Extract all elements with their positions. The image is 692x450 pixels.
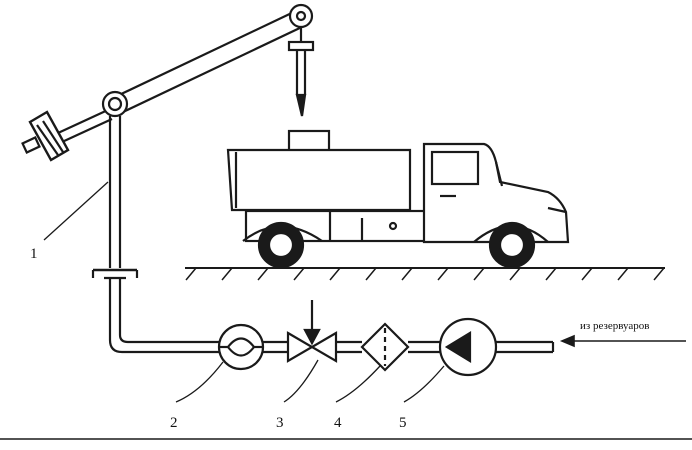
tank-body xyxy=(226,148,412,212)
label-4: 4 xyxy=(334,415,342,431)
filter xyxy=(360,322,410,372)
label-5: 5 xyxy=(399,415,407,431)
label-1: 1 xyxy=(30,246,38,262)
filling-nozzle xyxy=(295,93,307,117)
flow-meter xyxy=(217,323,265,371)
arm-pivot-joint xyxy=(101,90,129,118)
counterweight xyxy=(21,110,70,162)
riser-column xyxy=(91,116,139,354)
tanker-truck xyxy=(226,129,570,269)
loading-arm xyxy=(21,3,315,162)
pump xyxy=(438,317,498,377)
tank-hatch xyxy=(287,129,331,153)
label-3: 3 xyxy=(276,415,284,431)
rear-wheel xyxy=(257,221,305,269)
inflow-arrow xyxy=(559,334,686,348)
arm-top-joint xyxy=(288,3,314,29)
leader-lines xyxy=(43,181,445,403)
ground-line xyxy=(185,267,665,281)
front-wheel xyxy=(488,221,536,269)
control-valve xyxy=(286,300,338,363)
inflow-note: из резервуаров xyxy=(580,320,649,332)
cab-window xyxy=(430,150,480,186)
label-2: 2 xyxy=(170,415,178,431)
pipeline xyxy=(122,340,555,354)
